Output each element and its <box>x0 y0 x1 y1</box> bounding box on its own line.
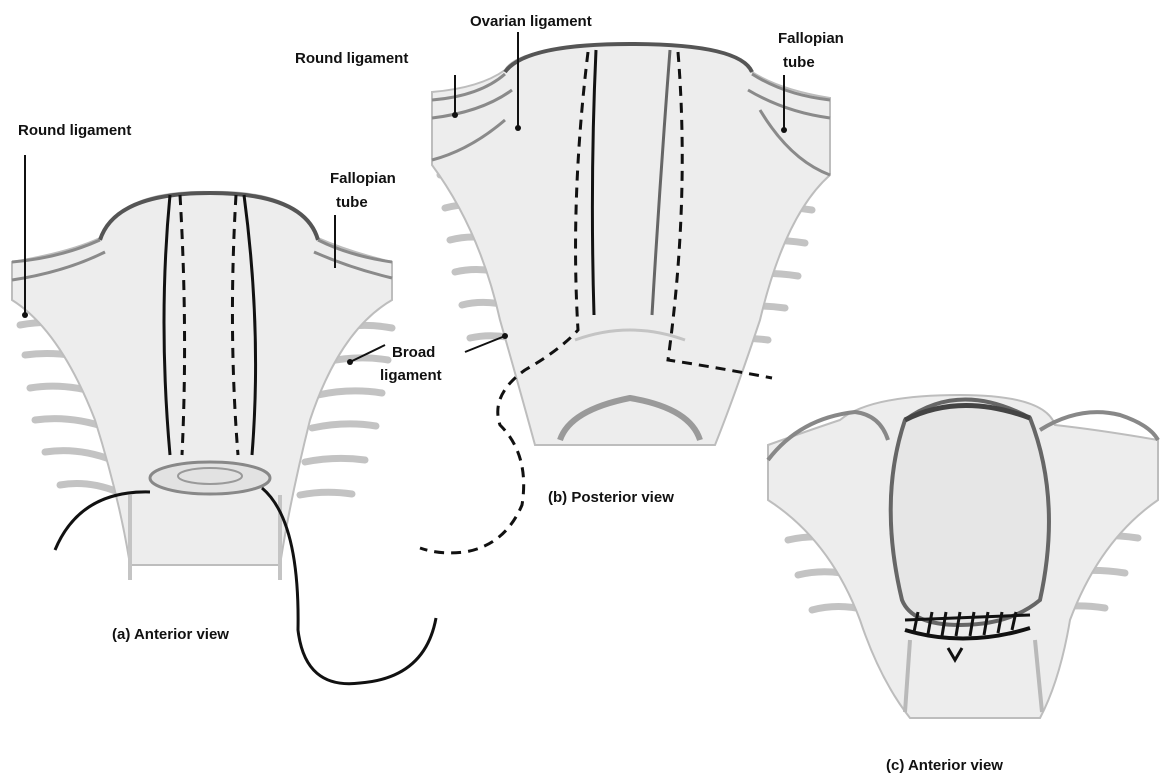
label-b-fallopian-tube-line2: tube <box>783 53 815 72</box>
label-broad-ligament-line1: Broad <box>392 343 435 362</box>
label-b-round-ligament: Round ligament <box>295 49 408 68</box>
panel-c-anterior <box>768 395 1158 718</box>
caption-a: (a) Anterior view <box>112 626 229 643</box>
label-b-fallopian-tube-line1: Fallopian <box>778 29 844 48</box>
label-broad-ligament-line2: ligament <box>380 366 442 385</box>
label-a-fallopian-tube-line2: tube <box>336 193 368 212</box>
caption-c: (c) Anterior view <box>886 757 1003 774</box>
caption-b: (b) Posterior view <box>548 489 674 506</box>
panel-a-lower-segment-incision <box>150 462 270 494</box>
label-a-fallopian-tube-line1: Fallopian <box>330 169 396 188</box>
panel-b-broad-ligament-outline <box>432 44 830 445</box>
panel-c-uterine-body <box>891 399 1049 625</box>
label-b-ovarian-ligament: Ovarian ligament <box>470 12 592 31</box>
panel-a-anterior <box>12 155 436 684</box>
label-a-round-ligament: Round ligament <box>18 121 131 140</box>
